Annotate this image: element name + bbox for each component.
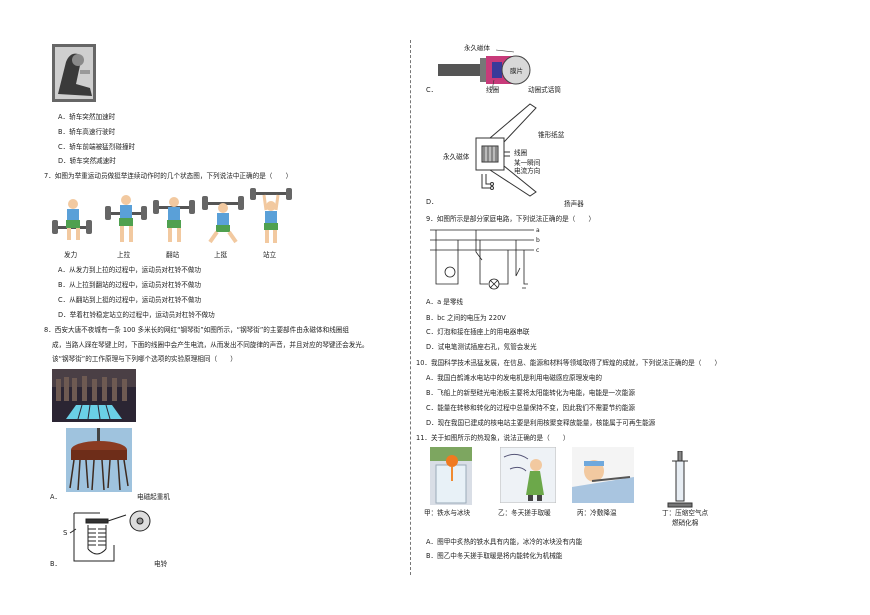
q11-option-b: B．图乙中冬天搓手取暖是将内能转化为机械能: [426, 552, 563, 560]
q8-stem-line-2: 成，当路人踩在琴键上时，下面的线圈中会产生电流，从而发出不同旋律的声音，并且对应…: [52, 341, 369, 349]
wire-c-label: c: [536, 247, 539, 254]
compressed-air-ignition-image: [667, 451, 693, 508]
q6-option-a: A．轿车突然加速时: [58, 113, 116, 121]
speaker-current-label-2: 电流方向: [514, 167, 541, 175]
q8-option-d-letter: D．: [426, 198, 438, 206]
q6-option-d: D．轿车突然减速时: [58, 157, 116, 165]
dynamic-microphone-diagram: 永久磁体 膜片: [438, 43, 531, 91]
q11-caption-1: 甲：铁水与冰块: [424, 509, 471, 517]
cold-compress-image: [572, 447, 634, 503]
q8-option-c-caption: 动圈式话筒: [528, 86, 561, 94]
q7-option-b: B．从上拉到翻站的过程中，运动员对杠铃不做功: [58, 281, 201, 289]
q6-option-b: B．轿车高速行驶时: [58, 128, 116, 136]
speaker-cone-label: 锥形纸盆: [538, 131, 565, 139]
q10-option-d: D．现在我国已建成的核电站主要是利用核聚变释放能量，核能属于可再生能源: [426, 419, 656, 427]
q7-option-d: D．举着杠铃稳定站立的过程中，运动员对杠铃不做功: [58, 311, 215, 319]
q10-stem: 10．我国科学技术迅猛发展，在信息、能源和材料等领域取得了辉煌的成就，下列说法正…: [416, 359, 722, 367]
rubbing-hands-image: [500, 447, 556, 503]
weightlifting-figures: [52, 188, 292, 248]
lifter-figure-5: [250, 188, 292, 243]
q9-option-b: B．bc 之间的电压为 220V: [426, 314, 506, 322]
q10-option-b: B．飞船上的新型硅光电池板主要将太阳能转化为电能，电能是一次能源: [426, 389, 635, 397]
microphone-coil-label: 线圈: [486, 86, 500, 94]
q7-label-4: 上挺: [214, 251, 228, 259]
q11-caption-2: 乙：冬天搓手取暖: [498, 509, 551, 517]
q7-label-3: 翻站: [166, 251, 180, 259]
q9-stem: 9．如图所示是部分家庭电路，下列说法正确的是（ ）: [426, 215, 596, 223]
electric-bell-diagram: S: [63, 510, 151, 562]
q7-label-2: 上拉: [117, 251, 131, 259]
q11-caption-3: 丙：冷敷降温: [577, 509, 617, 517]
q8-option-b-caption: 电铃: [154, 560, 168, 568]
q7-label-5: 站立: [263, 251, 277, 259]
speaker-current-label-1: 某一瞬间: [514, 159, 541, 167]
wire-a-label: a: [536, 227, 540, 234]
q11-stem: 11．关于如图所示的热现象，说法正确的是（ ）: [416, 434, 570, 442]
lifter-figure-3: [153, 197, 195, 242]
lifter-figure-4: [202, 196, 244, 244]
q7-label-1: 发力: [64, 251, 78, 259]
q10-option-a: A．我国白鹤滩水电站中的发电机是利用电磁感应原理发电的: [426, 374, 602, 382]
speaker-coil-label: 线圈: [514, 149, 528, 157]
wire-b-label: b: [536, 237, 540, 244]
household-circuit-diagram: a b c: [430, 227, 540, 290]
microphone-diaphragm-label: 膜片: [510, 66, 523, 75]
q9-option-d: D．试电笔测试插座右孔，氖管会发光: [426, 343, 537, 351]
q8-stem-line-1: 8．西安大唐不夜城有一条 100 多米长的网红“钢琴街”如图所示，“钢琴街”的主…: [44, 326, 349, 334]
q6-option-c: C．轿车前端被猛烈碰撞时: [58, 143, 136, 151]
loudspeaker-diagram: [475, 103, 537, 197]
q8-option-d-caption: 扬声器: [564, 200, 584, 208]
q9-option-c: C．灯泡和接在插座上的用电器串联: [426, 328, 530, 336]
column-divider: [410, 40, 411, 575]
q11-option-a: A．图甲中炙热的铁水具有内能，冰冷的冰块没有内能: [426, 538, 583, 546]
q11-caption-4-line-2: 燃硝化棉: [672, 519, 699, 527]
piano-street-photo: [52, 369, 136, 422]
q11-caption-4-line-1: 丁：压缩空气点: [662, 509, 709, 517]
electromagnet-crane-photo: [66, 428, 132, 492]
q8-option-c-letter: C．: [426, 86, 438, 94]
q10-option-c: C．能量在转移和转化的过程中总量保持不变，因此我们不需要节约能源: [426, 404, 636, 412]
q8-stem-line-3: 该“钢琴街”的工作原理与下列哪个选项的实验原理相同（ ）: [52, 355, 237, 363]
microphone-magnet-label: 永久磁体: [464, 43, 491, 52]
q8-option-a-caption: 电磁起重机: [137, 493, 170, 501]
q8-option-a-letter: A．: [50, 493, 62, 501]
q9-option-a: A．a 是零线: [426, 298, 464, 306]
car-seat-image: [52, 44, 96, 102]
speaker-magnet-label: 永久磁体: [443, 153, 470, 161]
lifter-figure-2: [105, 195, 147, 242]
q7-stem: 7．如图为举重运动员做挺举连续动作时的几个状态图，下列说法中正确的是（ ）: [44, 172, 293, 180]
bell-switch-label: S: [63, 529, 68, 537]
q7-option-a: A．从发力到上拉的过程中，运动员对杠铃不做功: [58, 266, 201, 274]
q7-option-c: C．从翻站到上挺的过程中，运动员对杠铃不做功: [58, 296, 202, 304]
molten-iron-ice-image: [430, 447, 472, 505]
q8-option-b-letter: B．: [50, 560, 62, 568]
lifter-figure-1: [52, 199, 92, 240]
